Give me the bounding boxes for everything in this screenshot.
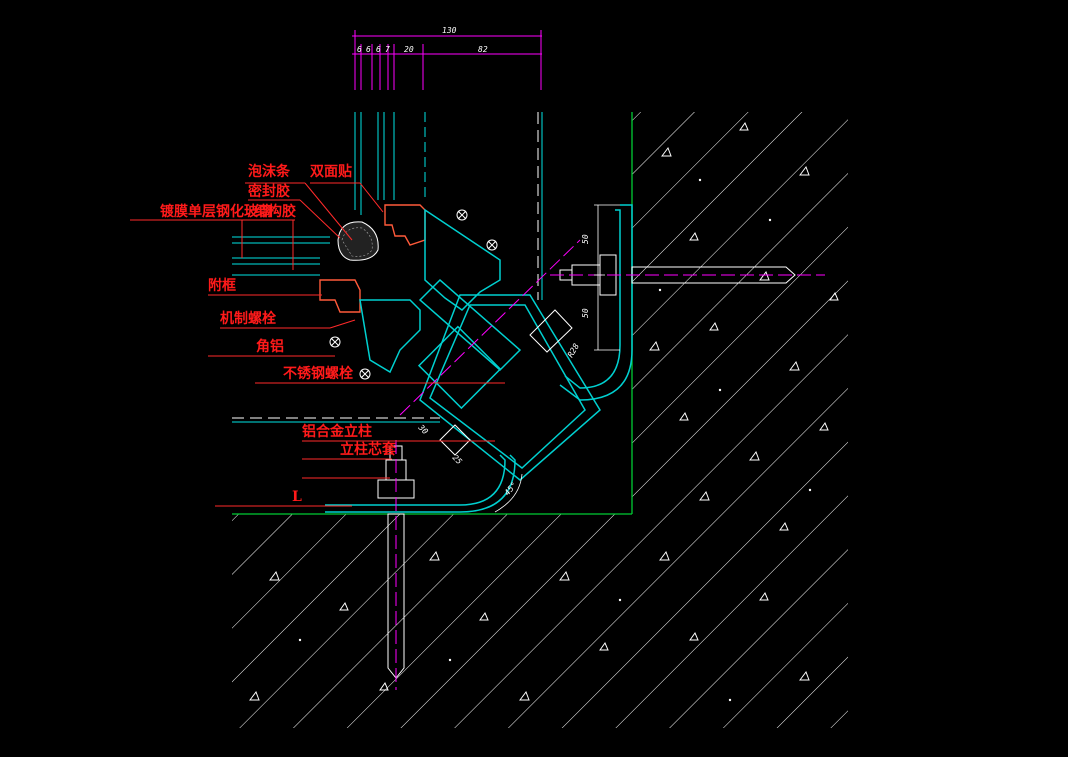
dim-seg-1: 6 — [357, 45, 362, 54]
aluminum-mullion-profile — [359, 208, 601, 481]
dim-overall: 130 — [442, 26, 457, 35]
aggregate-dots — [298, 178, 812, 702]
dim-bracket-upper: 50 — [581, 234, 590, 244]
dim-seg-5: 20 — [404, 45, 414, 54]
top-dimension-labels: 130 6 6 6 7 20 82 — [357, 26, 488, 54]
angle-arc — [494, 473, 523, 513]
aggregate-marks — [249, 121, 839, 701]
dim-seg-6: 82 — [478, 45, 488, 54]
callout-glass: 镀膜单层钢化玻璃 — [160, 204, 272, 220]
dim-seg-4: 7 — [385, 45, 390, 54]
dim-bracket-lower: 50 — [581, 308, 590, 318]
wall-face-edge — [232, 112, 633, 515]
dim-seg-3: 6 — [376, 45, 381, 54]
bracket-dimension-lines — [594, 204, 620, 351]
callout-foam-strip: 泡沫条 — [248, 164, 290, 180]
stainless-bolt-diagonal — [439, 309, 573, 456]
callout-leaders — [130, 182, 505, 507]
concrete-wall — [232, 112, 848, 728]
callout-angle-aluminum: 角铝 — [256, 339, 284, 355]
sub-frame-profiles — [319, 204, 426, 313]
glass-panel-horizontal — [232, 236, 440, 423]
bolt-cross-markers — [329, 209, 498, 380]
callout-L-mark: L — [292, 489, 302, 505]
corner-sealant-bead — [337, 221, 379, 261]
dim-small-1: 30 — [416, 422, 430, 436]
top-dimension-chain — [352, 30, 542, 90]
callout-aluminum-mullion: 铝合金立柱 — [302, 424, 372, 440]
callout-machine-screw: 机制螺栓 — [220, 311, 276, 327]
callout-sub-frame: 附框 — [208, 278, 236, 294]
wall-bracket — [325, 204, 633, 513]
callout-structural-sealant: 结构胶 — [254, 204, 296, 220]
callout-double-tape: 双面贴 — [310, 164, 352, 180]
dim-radius: R28 — [566, 342, 581, 359]
dim-small-2: 25 — [451, 453, 464, 466]
dim-angle: 45° — [503, 480, 519, 497]
glass-panel-vertical — [354, 112, 543, 300]
callout-mullion-core: 立柱芯套 — [340, 442, 396, 458]
dim-seg-2: 6 — [366, 45, 371, 54]
callout-sealant: 密封胶 — [248, 184, 290, 200]
callout-stainless-bolt: 不锈钢螺栓 — [283, 366, 353, 382]
